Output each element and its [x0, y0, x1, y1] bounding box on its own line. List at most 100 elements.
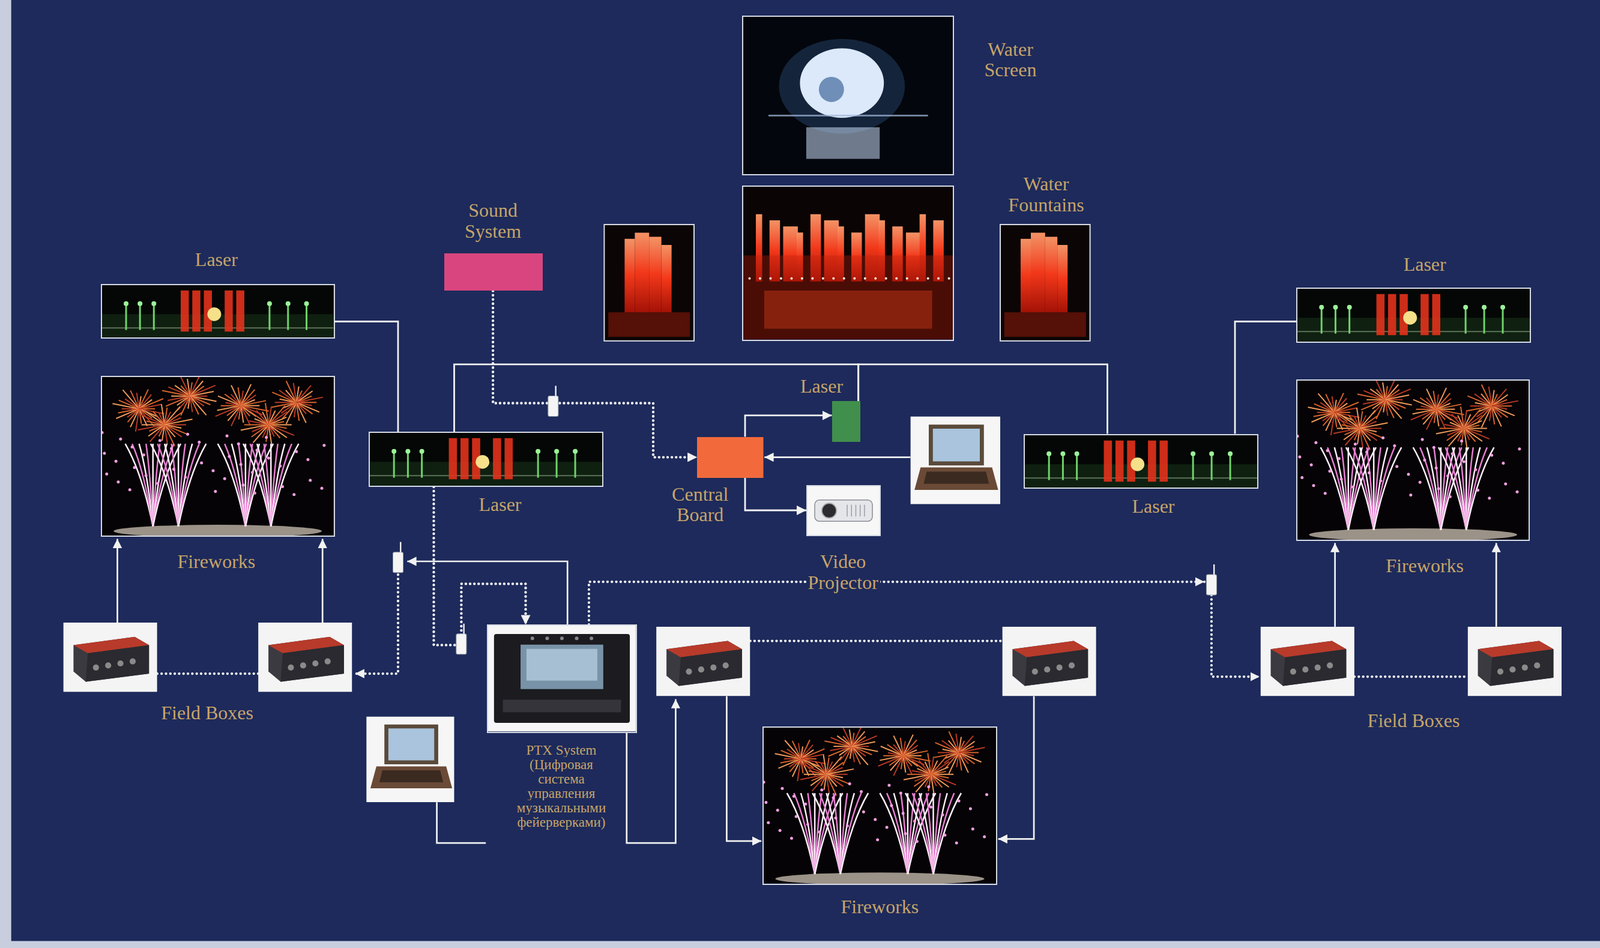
green-light: [391, 449, 397, 454]
green-light: [1190, 450, 1196, 456]
spark: [323, 443, 327, 447]
field-box: [1467, 626, 1562, 697]
burst-ray: [1385, 389, 1411, 400]
spark: [776, 808, 780, 812]
fountain-strand: [150, 443, 179, 527]
burst-ray: [1356, 408, 1360, 429]
spark: [102, 431, 104, 435]
fountain-strand: [164, 443, 179, 527]
burst-ray: [1385, 399, 1402, 420]
burst-ray: [1481, 384, 1492, 407]
burst-ray: [829, 746, 852, 752]
spark: [1460, 439, 1464, 443]
radio-link: [588, 581, 1205, 625]
spark: [103, 451, 107, 455]
spark: [1367, 471, 1371, 475]
green-beam: [392, 451, 395, 478]
fountain-strand: [1334, 447, 1349, 531]
field-box: [1002, 626, 1096, 697]
burst-ray: [902, 751, 928, 756]
spark: [875, 838, 879, 842]
spark: [763, 781, 766, 785]
caption-box: PTX System (Цифровая система управления …: [504, 743, 619, 831]
spark: [1448, 495, 1452, 499]
spark: [228, 454, 232, 458]
spark: [889, 804, 893, 808]
burst-ray: [180, 377, 190, 397]
ground-glow: [114, 524, 323, 537]
fireworks-picture: [1297, 380, 1529, 540]
burst-ray: [842, 727, 852, 747]
green-light: [554, 449, 559, 454]
radio-link: [750, 639, 1003, 642]
group-label: Field Boxes: [1365, 709, 1462, 732]
burst-ray: [1491, 406, 1495, 425]
console-display: [526, 649, 598, 681]
burst-ray: [1333, 428, 1360, 435]
green-light: [1074, 450, 1080, 456]
projector-lens: [821, 503, 837, 518]
node-caption: Fireworks: [175, 550, 258, 573]
fountain-strand: [1438, 447, 1467, 531]
burst-ray: [1317, 393, 1335, 414]
burst-ray: [139, 398, 164, 409]
spark: [1451, 452, 1455, 456]
fountain-strand: [919, 793, 933, 875]
wire: [764, 456, 911, 459]
shore-light: [874, 277, 877, 280]
spark: [114, 459, 118, 463]
field-box: [656, 626, 750, 697]
burst-ray: [792, 740, 801, 759]
spark: [250, 470, 254, 474]
burst-ray: [238, 387, 242, 406]
node-caption: Laser: [1129, 495, 1177, 517]
green-light: [1060, 450, 1066, 456]
burst-ray: [902, 755, 906, 773]
spark: [211, 468, 215, 472]
burst-ray: [240, 405, 250, 425]
fountain-strand: [256, 443, 271, 527]
spark: [1310, 463, 1314, 467]
shore-light: [748, 277, 751, 280]
burst-ray: [1359, 428, 1371, 451]
shore-light: [937, 277, 940, 280]
red-beam: [1115, 440, 1124, 481]
caption-box: Water Screen: [969, 39, 1052, 81]
caption-box: Laser: [791, 375, 853, 397]
shore-light: [790, 277, 793, 280]
board-picture: [697, 437, 764, 478]
burst-ray: [931, 774, 935, 795]
burst-ray: [1436, 409, 1446, 429]
spark: [306, 458, 310, 462]
burst-ray: [1341, 415, 1361, 429]
green-beam: [153, 303, 155, 330]
burst-ray: [190, 391, 215, 397]
burst-ray: [958, 752, 969, 773]
central-board-box: Central Board: [697, 437, 764, 478]
burst-ray: [784, 740, 801, 759]
red-beam: [1376, 294, 1386, 336]
burst-ray: [1463, 428, 1467, 450]
horizon: [1297, 331, 1530, 333]
node-caption: Fireworks: [839, 895, 921, 918]
vent: [859, 504, 861, 516]
green-light: [151, 300, 157, 306]
projected-figure: [818, 76, 845, 102]
spark: [778, 829, 782, 833]
fireworks-photo: Fireworks: [762, 726, 998, 885]
wire-connector: [454, 364, 859, 432]
spark: [1473, 468, 1477, 472]
console-knob: [589, 636, 594, 641]
burst-ray: [217, 405, 242, 411]
spark: [859, 790, 863, 794]
burst-ray: [268, 424, 288, 438]
burst-ray: [958, 747, 985, 753]
burst-ray: [286, 380, 297, 403]
node-caption: Laser: [193, 248, 240, 271]
caption-box: Fireworks: [1353, 555, 1497, 577]
caption-box: Central Board: [663, 483, 737, 526]
fountain-strand: [1320, 447, 1349, 531]
spark: [833, 816, 837, 820]
green-light: [1332, 304, 1338, 310]
burst-ray: [1436, 409, 1439, 427]
